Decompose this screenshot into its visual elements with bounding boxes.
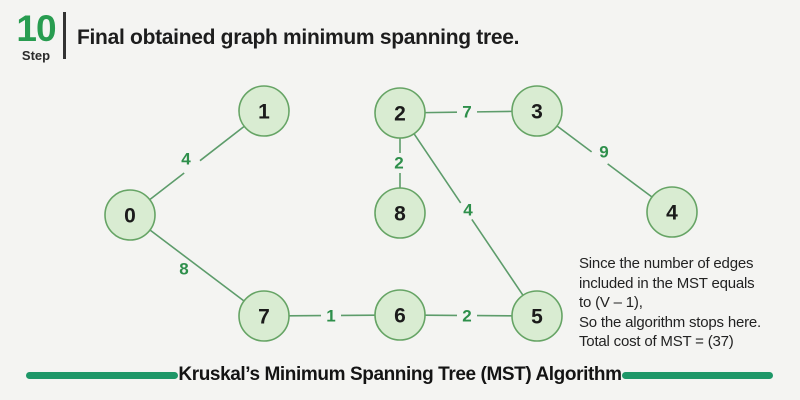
graph-node-label-7: 7 (258, 306, 270, 329)
graph-node-label-1: 1 (258, 101, 270, 124)
graph-node-7 (238, 290, 290, 342)
edge-weight-0-7: 8 (179, 260, 188, 279)
note-line: to (V – 1), (579, 294, 643, 311)
edge-0-1 (149, 172, 185, 201)
graph-node-2 (374, 87, 426, 139)
edge-weight-7-6: 1 (326, 307, 335, 326)
footer-rule-right (622, 372, 773, 379)
note-line: included in the MST equals (579, 274, 755, 292)
step-label: Step (21, 48, 51, 63)
step-badge: 10 Step (12, 8, 60, 63)
note-line: So the algorithm stops here. (579, 313, 762, 331)
footer-rule-left (26, 372, 178, 379)
graph-node-label-8: 8 (394, 203, 406, 226)
edge-weight-2-3: 7 (462, 103, 471, 122)
note-line: Total cost of MST = (37) (579, 333, 734, 350)
algorithm-note: Since the number of edges included in th… (579, 254, 761, 352)
graph-node-3 (511, 85, 563, 137)
graph-node-label-3: 3 (531, 101, 543, 124)
edge-weight-2-5: 4 (463, 201, 473, 220)
graph-node-label-0: 0 (124, 205, 136, 228)
graph-node-label-5: 5 (531, 306, 543, 329)
edge-0-1 (199, 125, 245, 162)
header-divider (63, 12, 66, 59)
graph-node-0 (104, 189, 156, 241)
edge-weight-6-5: 2 (462, 307, 471, 326)
graph-node-5 (511, 290, 563, 342)
note-line: Since the number of edges (579, 255, 754, 272)
edge-2-5 (471, 219, 524, 296)
edge-2-5 (413, 133, 462, 204)
edge-3-4 (556, 125, 593, 153)
graph-node-1 (238, 85, 290, 137)
graph-node-4 (646, 186, 698, 238)
step-number: 10 (16, 8, 56, 49)
page-title: Final obtained graph minimum spanning tr… (77, 26, 520, 49)
edge-weight-0-1: 4 (181, 150, 191, 169)
graph-node-6 (374, 289, 426, 341)
graph-node-label-6: 6 (394, 305, 406, 328)
graph-node-label-4: 4 (666, 202, 678, 225)
edge-3-4 (607, 163, 653, 198)
edge-weight-2-8: 2 (394, 154, 403, 173)
edge-2-3 (476, 110, 513, 113)
footer-title: Kruskal’s Minimum Spanning Tree (MST) Al… (178, 364, 622, 385)
graph-node-8 (374, 187, 426, 239)
edge-weight-3-4: 9 (599, 143, 608, 162)
graph-node-label-2: 2 (394, 103, 406, 126)
edge-0-7 (149, 229, 245, 302)
